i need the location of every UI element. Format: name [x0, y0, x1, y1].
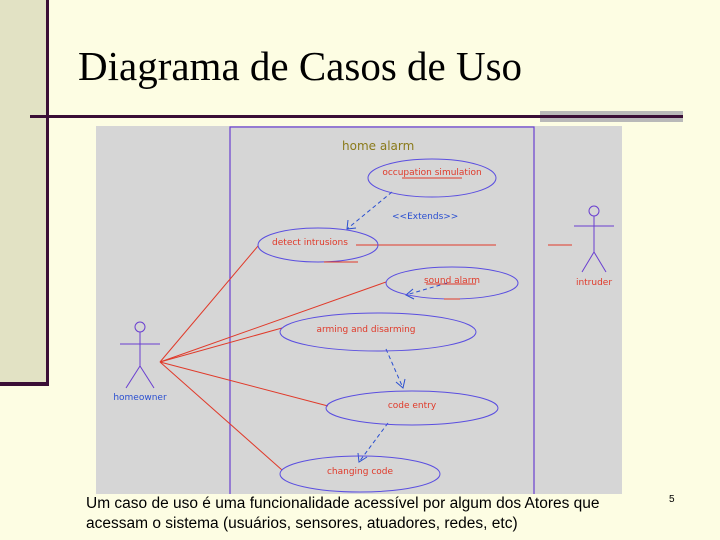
intruder-stick-figure-icon — [574, 205, 614, 273]
system-boundary — [229, 126, 535, 494]
homeowner-label: homeowner — [113, 393, 167, 403]
use-case-detect-intrusions: detect intrusions — [257, 227, 379, 263]
caption-line-2: acessam o sistema (usuários, sensores, a… — [86, 515, 518, 532]
use-case-changing-code: changing code — [279, 455, 441, 493]
use-case-occupation-simulation: occupation simulation — [367, 158, 497, 198]
actor-intruder: intruder — [574, 205, 614, 288]
use-case-arming-and-disarming: arming and disarming — [279, 312, 477, 352]
caption-line-1: Um caso de uso é uma funcionalidade aces… — [86, 495, 600, 512]
page-title: Diagrama de Casos de Uso — [78, 43, 523, 89]
page-number: 5 — [669, 494, 675, 505]
svg-text:arming and disarming: arming and disarming — [316, 325, 415, 335]
homeowner-stick-figure-icon — [120, 321, 160, 389]
svg-text:changing code: changing code — [327, 467, 394, 477]
dependency-arrows — [346, 191, 448, 463]
use-case-diagram: home alarm <<Extends>> — [96, 126, 622, 494]
slide-caption: Um caso de uso é uma funcionalidade aces… — [86, 494, 686, 534]
use-case-code-entry: code entry — [325, 390, 499, 426]
intruder-label: intruder — [576, 278, 612, 288]
svg-text:detect intrusions: detect intrusions — [272, 238, 348, 248]
title-divider — [30, 115, 683, 118]
svg-text:code entry: code entry — [388, 401, 437, 411]
extends-stereotype: <<Extends>> — [392, 212, 458, 222]
system-name-label: home alarm — [342, 139, 414, 153]
svg-text:sound alarm: sound alarm — [424, 276, 480, 286]
svg-text:occupation simulation: occupation simulation — [382, 168, 481, 178]
dependency-arrowheads — [346, 219, 415, 463]
left-accent-bar-bottom — [0, 382, 49, 386]
left-accent-bar — [0, 0, 49, 384]
actor-homeowner: homeowner — [113, 321, 167, 403]
use-case-sound-alarm: sound alarm — [385, 266, 519, 300]
homeowner-associations — [159, 245, 387, 471]
